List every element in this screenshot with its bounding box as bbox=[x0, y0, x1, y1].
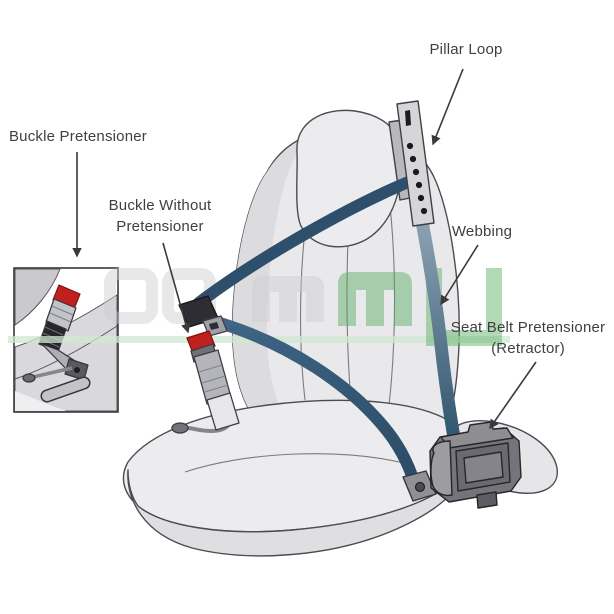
seat-back-side-shade bbox=[232, 132, 320, 442]
inset-gas-tube bbox=[42, 378, 89, 401]
label-buckle-without-pretensioner-line2: Pretensioner bbox=[116, 218, 204, 235]
inset-buckle-grooves bbox=[49, 305, 74, 323]
label-seat-belt-pretensioner-line2: (Retractor) bbox=[491, 340, 565, 357]
watermark-letter-m bbox=[252, 276, 324, 322]
label-pillar-loop: Pillar Loop bbox=[429, 41, 503, 58]
buckle-cable-connector bbox=[171, 422, 189, 434]
pillar-loop-assembly bbox=[396, 100, 435, 227]
buckle-body-grooves bbox=[198, 364, 229, 393]
watermark-letter-o bbox=[104, 268, 158, 324]
pillar-adjuster-holes bbox=[406, 142, 428, 215]
label-seat-belt-pretensioner: Seat Belt Pretensioner (Retractor) bbox=[442, 317, 614, 359]
arrow-webbing bbox=[440, 244, 479, 306]
lap-belt-anchor bbox=[402, 470, 437, 502]
arrow-pillar-loop bbox=[431, 68, 464, 146]
inset-rod-end bbox=[22, 373, 36, 383]
inset-rod bbox=[32, 366, 73, 379]
watermark-letter-m-green bbox=[338, 272, 412, 326]
vertical-webbing bbox=[412, 204, 461, 440]
inset-pivot-hole bbox=[74, 367, 80, 373]
latch-tongue-hole bbox=[209, 322, 219, 330]
anchor-bolt-hole bbox=[414, 481, 426, 493]
arrow-seat-belt-pretensioner bbox=[489, 361, 537, 430]
lap-belt bbox=[204, 314, 421, 492]
buckle-pretensioner-unit bbox=[22, 284, 91, 403]
retractor-spool bbox=[430, 440, 453, 497]
label-buckle-without-pretensioner-line1: Buckle Without bbox=[108, 197, 212, 214]
label-buckle-pretensioner: Buckle Pretensioner bbox=[8, 128, 148, 145]
inset-floor-light bbox=[15, 391, 66, 411]
label-seat-belt-pretensioner-line1: Seat Belt Pretensioner bbox=[450, 319, 606, 336]
retractor-bottom-tab bbox=[476, 491, 498, 509]
callout-arrows bbox=[72, 68, 537, 430]
headrest bbox=[296, 109, 404, 248]
seat-cushion-seam bbox=[184, 453, 409, 473]
pillar-bar bbox=[396, 100, 435, 227]
buckle-without-pretensioner-unit bbox=[171, 330, 240, 434]
buckle-sleeve bbox=[206, 392, 240, 431]
inset-background-wedge bbox=[14, 268, 61, 326]
arrow-buckle-without-pretensioner bbox=[162, 242, 191, 334]
latch-plate bbox=[178, 295, 228, 337]
label-webbing: Webbing bbox=[451, 223, 513, 240]
retractor-window bbox=[463, 451, 504, 484]
label-buckle-without-pretensioner: Buckle Without Pretensioner bbox=[98, 195, 222, 237]
pillar-slot bbox=[405, 110, 411, 126]
retractor-unit bbox=[429, 421, 522, 509]
